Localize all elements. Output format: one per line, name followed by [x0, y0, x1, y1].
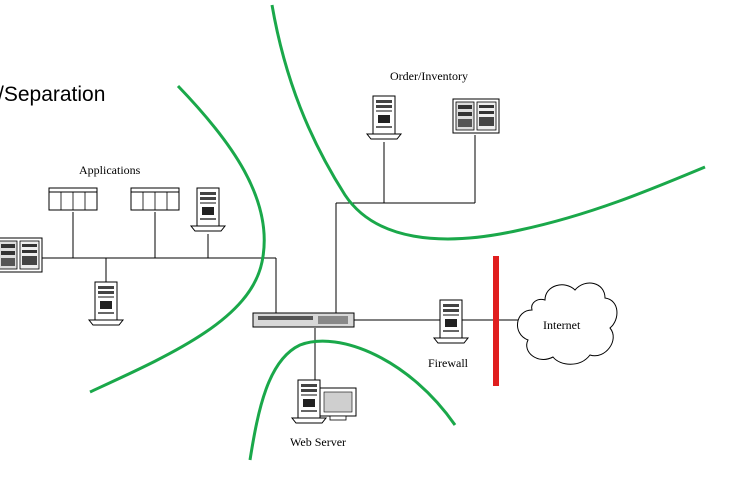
label-internet: Internet: [543, 318, 581, 332]
tower-server-icon: [190, 187, 226, 232]
app-server-icon-1: [48, 187, 98, 211]
firewall-barrier: [493, 256, 499, 386]
rack-server-icon: [452, 98, 500, 134]
tower-server-icon: [366, 95, 402, 140]
network-switch-icon: [252, 312, 355, 328]
slide-title-fragment: /Separation: [0, 83, 106, 106]
app-server-icon-2: [130, 187, 180, 211]
network-links: [20, 135, 550, 380]
internet-cloud-icon: [517, 282, 618, 365]
firewall-server-icon: [433, 299, 469, 344]
zone-boundary-order-inventory: [270, 4, 706, 241]
rack-server-icon: [0, 237, 43, 273]
zone-boundary-web-server: [248, 339, 457, 461]
label-applications: Applications: [79, 163, 141, 177]
zone-boundary-applications: [89, 84, 266, 394]
label-order-inventory: Order/Inventory: [390, 69, 468, 83]
label-web-server: Web Server: [290, 435, 346, 449]
web-server-icon: [291, 379, 357, 424]
label-firewall: Firewall: [428, 356, 469, 370]
tower-server-icon: [88, 281, 124, 326]
